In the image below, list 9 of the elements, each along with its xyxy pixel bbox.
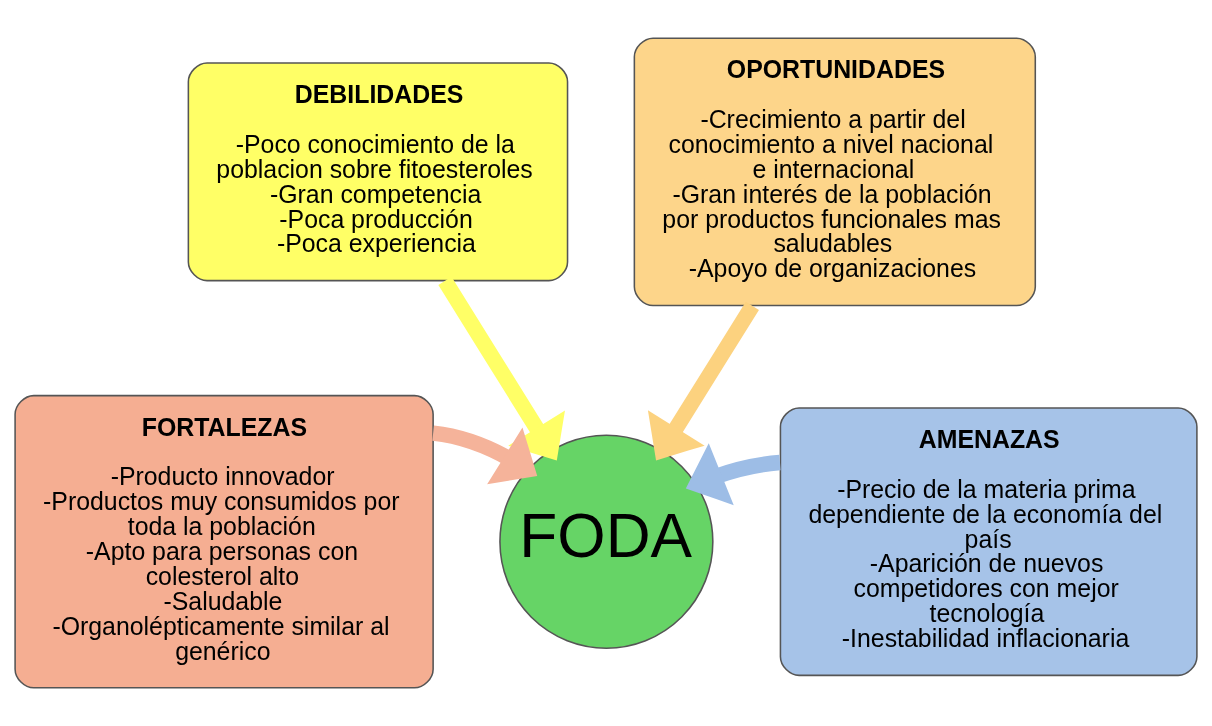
arrow	[647, 301, 759, 461]
node-box: FORTALEZAS -Producto innovador -Productos muy consumidos por toda la población -Apto para personas con colesterol alto -Saludable -Organolépticamente similar al genérico	[14, 394, 434, 689]
node-box: AMENAZAS -Precio de la materia prima dependiente de la economía del país -Aparición de nuevos competidores con mejor tecnología -Inestabilidad inflacionaria	[779, 407, 1198, 677]
node-box: DEBILIDADES -Poco conocimiento de la poblacion sobre fitoesteroles -Gran competencia -Poca producción -Poca experiencia	[187, 62, 569, 282]
arrow	[438, 276, 565, 461]
arrow	[432, 425, 538, 485]
arrow	[685, 443, 781, 506]
node-circle: FODA	[499, 434, 714, 649]
node-box: OPORTUNIDADES -Crecimiento a partir del conocimiento a nivel nacional e internacional -Gran interés de la población por productos funcionales mas saludables -Apoyo de organizaciones	[633, 37, 1037, 307]
